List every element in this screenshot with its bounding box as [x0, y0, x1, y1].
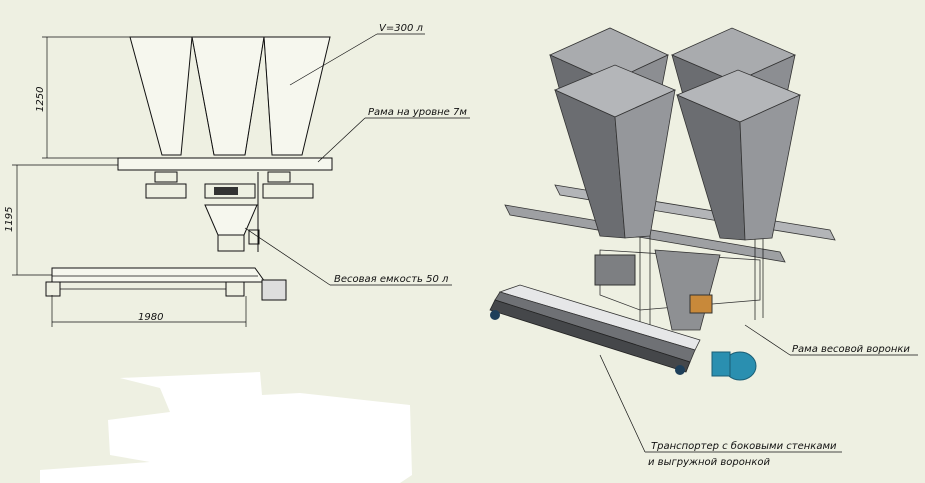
- front-hoppers: [129, 36, 331, 156]
- iso-view-drawing: [489, 27, 918, 453]
- weigh-funnel: [204, 172, 260, 252]
- dim-height-top: 1250: [35, 87, 46, 112]
- dim-height-mid: 1195: [4, 207, 15, 232]
- dimension-lines: [12, 36, 247, 327]
- label-weigh-frame: Рама весовой воронки: [792, 344, 910, 355]
- front-leaders: [244, 33, 470, 286]
- erased-area: [40, 372, 412, 483]
- iso-conveyor: [489, 284, 757, 381]
- frame-plate: [117, 157, 333, 171]
- label-frame-level: Рама на уровне 7м: [368, 107, 467, 118]
- label-volume: V=300 л: [379, 23, 423, 34]
- label-weigh-tank: Весовая емкость 50 л: [334, 274, 449, 285]
- label-conveyor-line2: и выгружной воронкой: [648, 457, 771, 468]
- iso-hoppers: [549, 27, 802, 241]
- iso-weigh-funnel: [594, 249, 721, 331]
- feeders: [145, 171, 314, 199]
- dim-width: 1980: [138, 312, 163, 323]
- front-view-drawing: [12, 33, 470, 327]
- front-conveyor: [45, 267, 287, 301]
- iso-leaders: [599, 324, 918, 453]
- label-conveyor-line1: Транспортер с боковыми стенками: [651, 440, 837, 452]
